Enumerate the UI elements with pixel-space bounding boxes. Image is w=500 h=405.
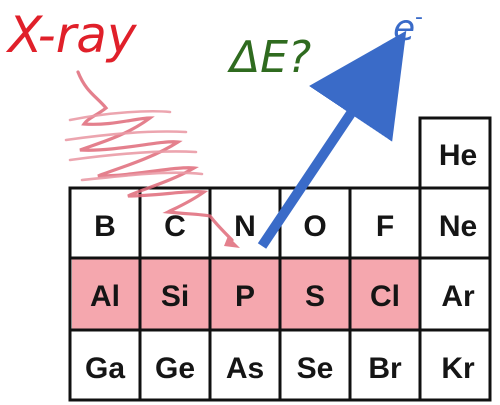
element-br: Br <box>368 352 402 385</box>
element-f: F <box>376 210 394 243</box>
element-p: P <box>235 280 255 313</box>
element-al: Al <box>90 280 120 313</box>
element-ne: Ne <box>439 210 477 243</box>
periodic-table-grid <box>68 116 492 402</box>
element-n: N <box>234 210 256 243</box>
element-s: S <box>305 280 325 313</box>
element-ga: Ga <box>85 352 125 385</box>
highlight-row-background <box>72 259 419 330</box>
element-as: As <box>226 352 264 385</box>
element-symbols: He B C N O F Ne Al Si P S Cl Ar Ga Ge As… <box>85 139 477 385</box>
xray-wave <box>64 70 240 248</box>
electron-emission-arrow <box>257 30 407 249</box>
element-c: C <box>164 210 186 243</box>
element-se: Se <box>297 352 334 385</box>
element-ge: Ge <box>155 352 195 385</box>
element-kr: Kr <box>441 352 475 385</box>
electron-label: e <box>393 8 415 49</box>
energy-change-label: ΔE? <box>227 32 311 83</box>
element-cl: Cl <box>370 280 400 313</box>
element-si: Si <box>161 280 189 313</box>
xray-label: X-ray <box>5 6 138 64</box>
element-ar: Ar <box>441 280 475 313</box>
electron-charge-label: - <box>415 5 423 30</box>
element-he: He <box>439 139 477 172</box>
element-o: O <box>303 210 326 243</box>
element-b: B <box>94 210 116 243</box>
